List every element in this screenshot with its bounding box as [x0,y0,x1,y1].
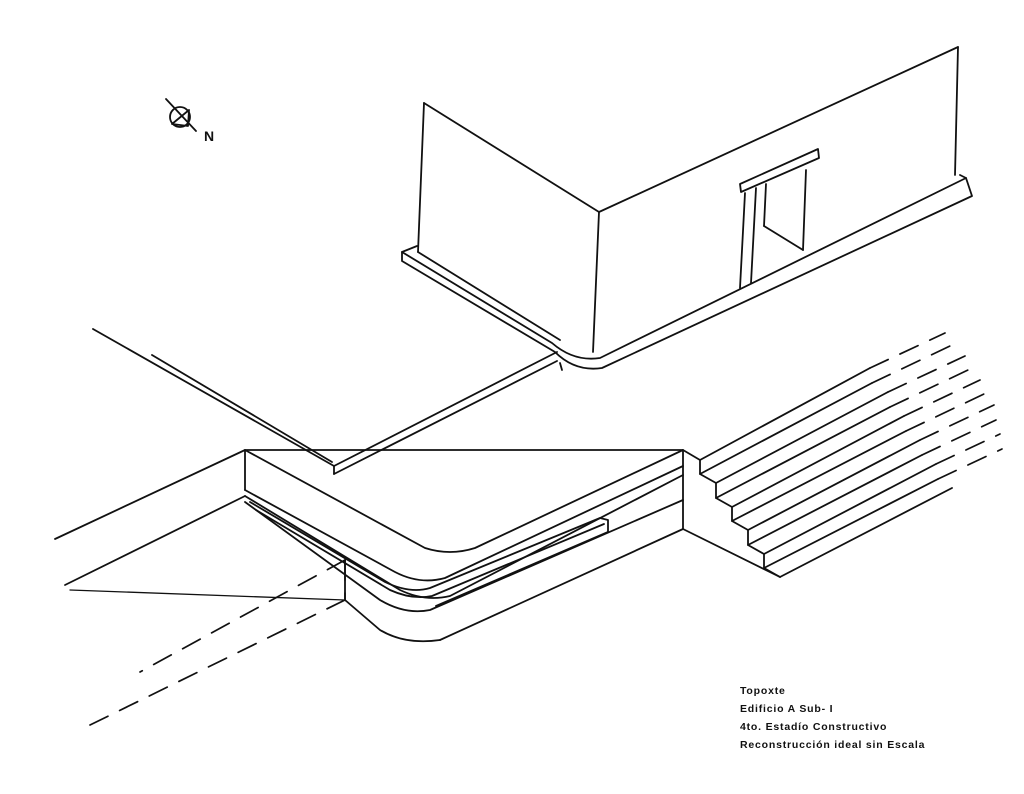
caption-note: Reconstrucción ideal sin Escala [740,739,926,751]
drawing-caption: Topoxte Edificio A Sub- I 4to. Estadío C… [740,682,925,754]
building-plinth [401,174,973,371]
staircase [682,367,953,578]
caption-building: Edificio A Sub- I [740,703,834,715]
doorway [739,148,820,289]
caption-site: Topoxte [740,685,786,697]
north-label: N [204,128,215,144]
building-structure [417,46,959,353]
dashed-extensions [89,332,1003,726]
north-arrow-icon [165,98,197,132]
upper-platform [92,328,558,475]
caption-stage: 4to. Estadío Constructivo [740,721,888,733]
lower-terrace [54,449,684,643]
